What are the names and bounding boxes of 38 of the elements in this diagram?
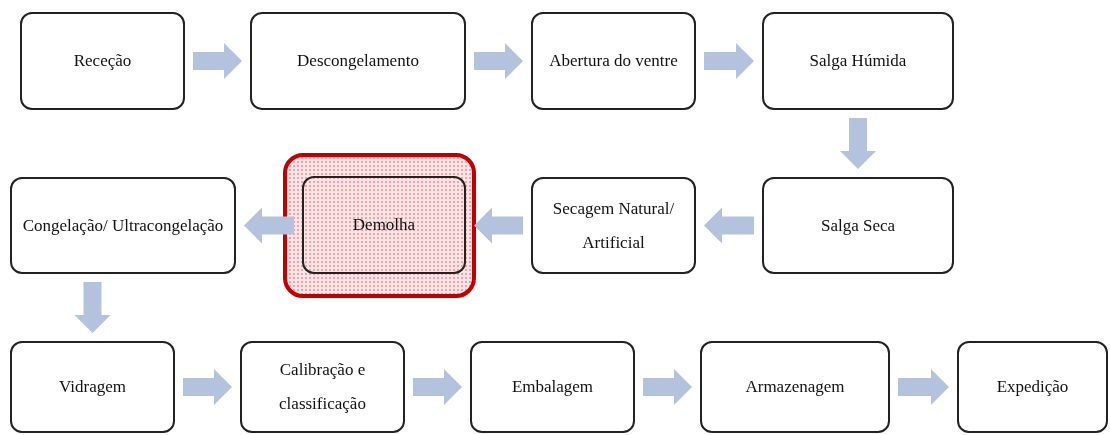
block-arrow xyxy=(704,43,754,79)
block-arrow xyxy=(244,207,294,244)
process-box xyxy=(957,341,1108,433)
step-label: Descongelamento xyxy=(297,50,419,72)
block-arrow xyxy=(183,369,232,405)
step-label: Demolha xyxy=(352,214,416,236)
block-arrow xyxy=(74,282,111,333)
process-box xyxy=(531,177,696,274)
process-box xyxy=(20,12,185,110)
process-box xyxy=(762,177,954,274)
process-box xyxy=(240,341,405,433)
step-label: Armazenagem xyxy=(745,376,845,398)
step-label: Embalagem xyxy=(511,376,594,398)
step-label: Calibração e classificação xyxy=(278,359,367,415)
step-label: Receção xyxy=(73,50,132,72)
process-box xyxy=(250,12,466,110)
block-arrow xyxy=(898,369,949,405)
step-label: Secagem Natural/ Artificial xyxy=(551,197,676,254)
block-arrow xyxy=(193,43,242,79)
step-label: Congelação/ Ultracongelação xyxy=(22,214,224,237)
block-arrow xyxy=(643,369,692,405)
process-box xyxy=(762,12,954,110)
process-box xyxy=(531,12,696,110)
block-arrow xyxy=(413,369,462,405)
step-label: Salga Húmida xyxy=(809,50,907,72)
process-box xyxy=(470,341,635,433)
step-label: Expedição xyxy=(996,376,1069,398)
process-box xyxy=(700,341,890,433)
block-arrow xyxy=(474,207,523,244)
block-arrow xyxy=(840,118,876,169)
step-label: Salga Seca xyxy=(820,214,896,237)
block-arrow xyxy=(704,207,754,244)
process-box xyxy=(10,177,236,274)
step-label: Vidragem xyxy=(59,376,126,398)
step-label: Abertura do ventre xyxy=(549,50,678,72)
process-box xyxy=(302,176,466,274)
block-arrow xyxy=(474,43,523,79)
process-box xyxy=(10,341,175,433)
